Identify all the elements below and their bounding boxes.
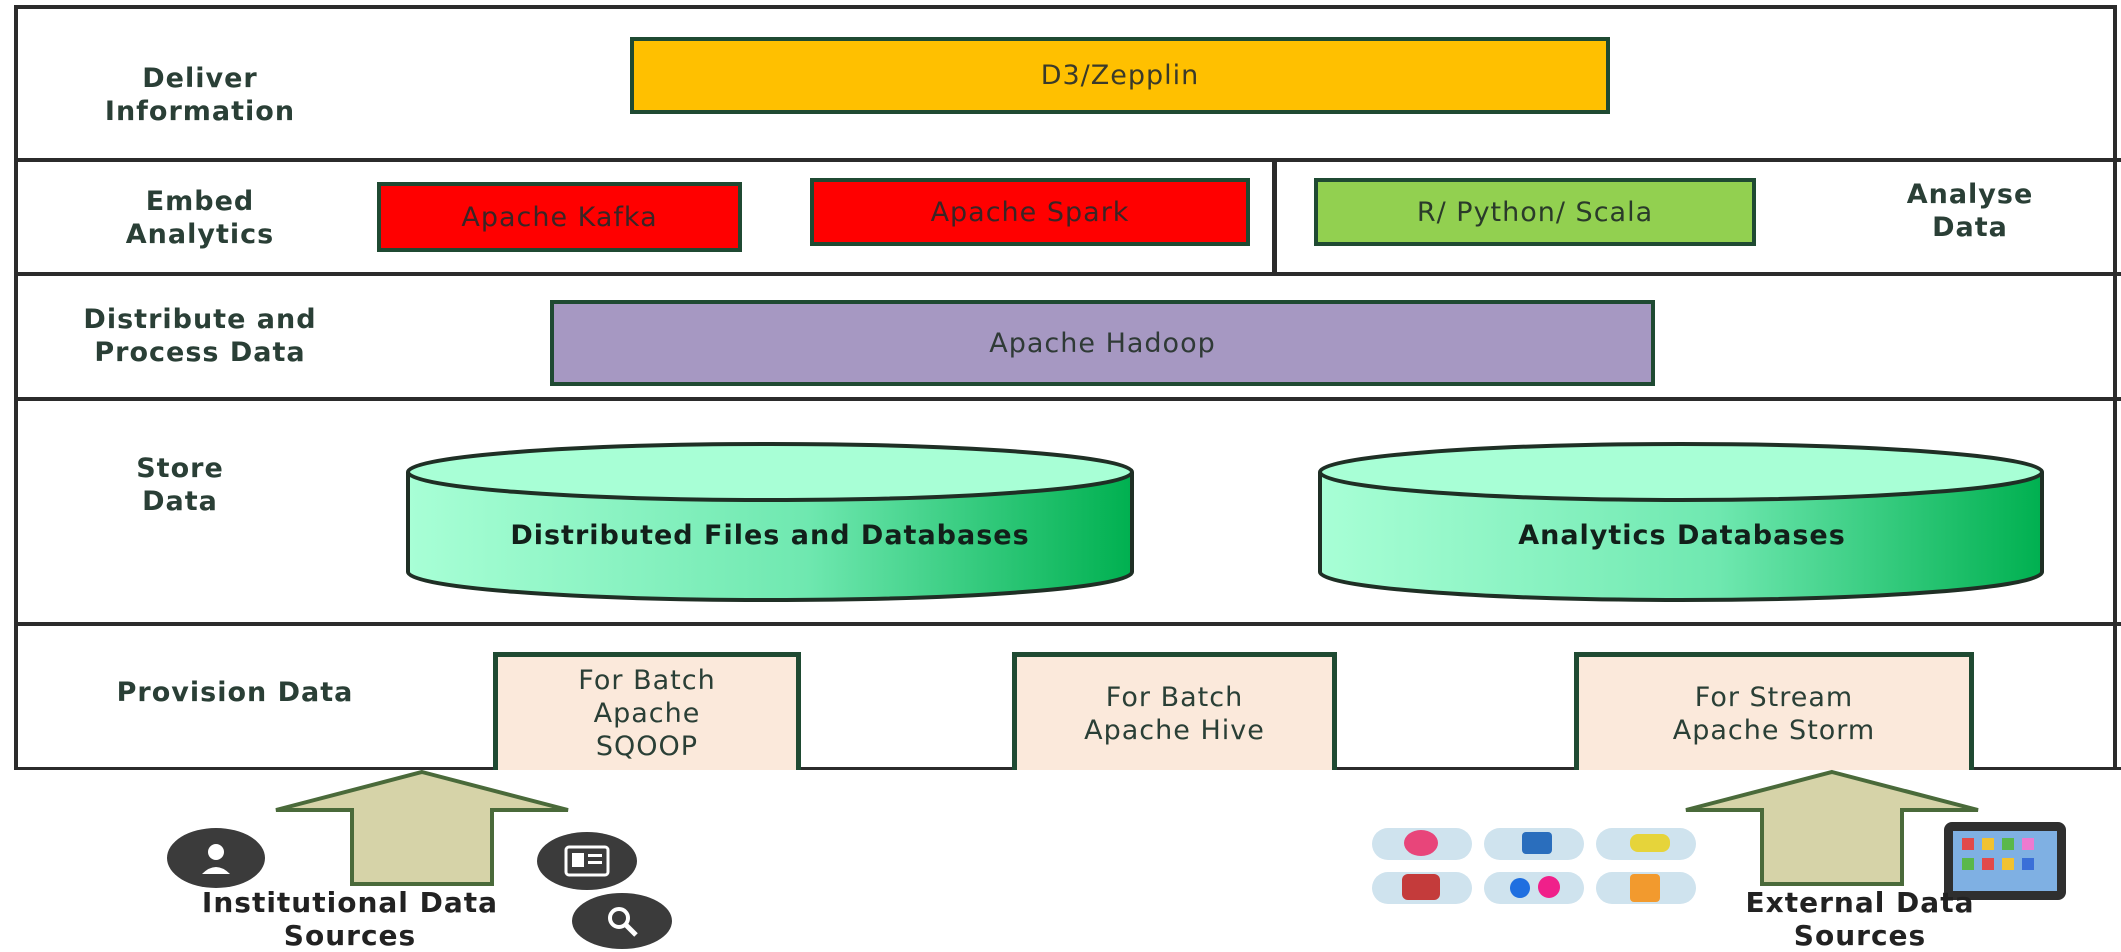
store-distributed-files-label: Distributed Files and Databases <box>510 519 1030 551</box>
tool-apache-kafka: Apache Kafka <box>377 182 742 252</box>
arrow-external-up <box>1685 769 1979 886</box>
tool-r-python-scala: R/ Python/ Scala <box>1314 178 1756 246</box>
source-label-external: External Data Sources <box>1745 886 1975 952</box>
tool-storm: For Stream Apache Storm <box>1574 652 1974 770</box>
arrow-institutional-up <box>275 769 569 886</box>
user-icon <box>167 828 265 888</box>
social-media-cloud-icons <box>1372 828 1707 908</box>
cylinder-analytics-databases <box>1318 442 2044 602</box>
architecture-frame <box>14 5 2117 770</box>
divider-distribute-store <box>14 397 2121 401</box>
divider-embed-distribute <box>14 272 2121 276</box>
tool-hive: For Batch Apache Hive <box>1012 652 1337 770</box>
tool-sqoop: For Batch Apache SQOOP <box>493 652 801 770</box>
store-analytics-databases-label: Analytics Databases <box>1518 519 1846 551</box>
layer-label-deliver: Deliver Information <box>104 63 296 127</box>
id-card-icon <box>537 832 637 890</box>
divider-store-provision <box>14 622 2121 626</box>
layer-label-distribute: Distribute and Process Data <box>83 304 317 368</box>
search-icon <box>572 893 672 949</box>
layer-label-analyse: Analyse Data <box>1906 179 2034 243</box>
tool-d3-zepplin: D3/Zepplin <box>630 37 1610 114</box>
source-label-institutional: Institutional Data Sources <box>201 886 499 952</box>
tool-apache-hadoop: Apache Hadoop <box>550 300 1655 386</box>
divider-embed-analyse <box>1272 160 1277 272</box>
tablet-icon <box>1944 822 2066 900</box>
layer-label-embed: Embed Analytics <box>125 186 275 250</box>
layer-label-provision: Provision Data <box>116 677 354 708</box>
divider-deliver-embed <box>14 158 2121 162</box>
cylinder-distributed-files <box>406 442 1134 602</box>
layer-label-store: Store Data <box>136 453 224 517</box>
tool-apache-spark: Apache Spark <box>810 178 1250 246</box>
